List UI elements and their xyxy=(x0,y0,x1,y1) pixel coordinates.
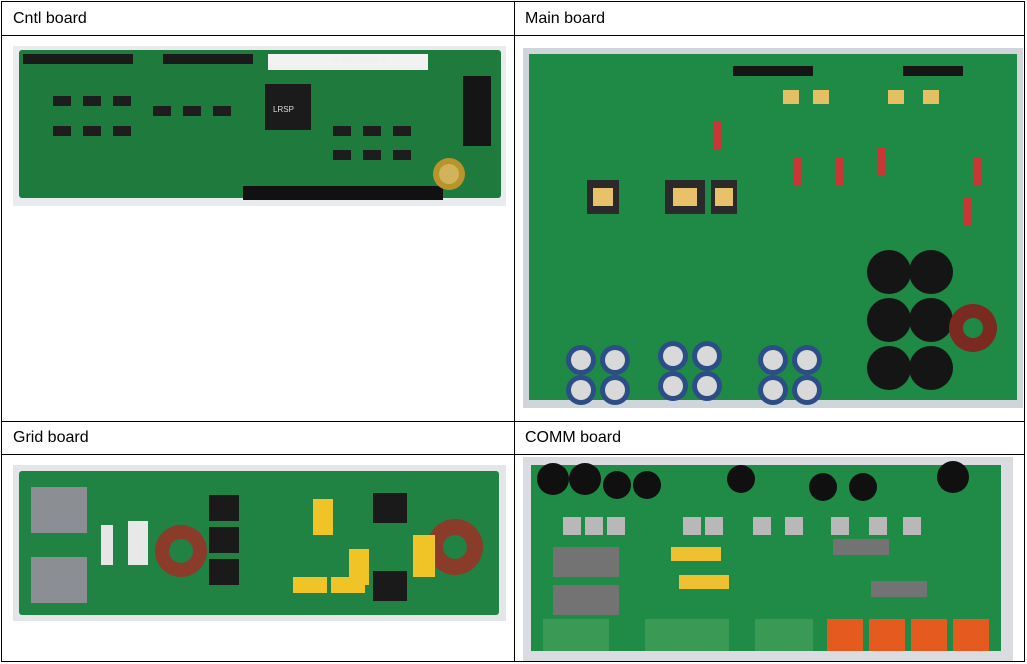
comm-board-photo xyxy=(523,457,1013,661)
row-divider-3 xyxy=(2,454,1024,455)
cntl-board-photo: LRSP D-18-501753-008 (B) xyxy=(13,46,506,206)
chip-label: LRSP xyxy=(273,105,294,114)
column-divider xyxy=(514,2,515,661)
grid-board-photo xyxy=(13,465,506,621)
row-divider-2 xyxy=(2,421,1024,422)
row-divider-1 xyxy=(2,35,1024,36)
board-code: D-18-501753-008 (B) xyxy=(323,57,389,64)
comm-board-caption: COMM board xyxy=(525,429,622,446)
main-board-caption: Main board xyxy=(525,10,606,27)
main-board-photo xyxy=(523,48,1023,408)
grid-board-caption: Grid board xyxy=(13,429,89,446)
cntl-board-caption: Cntl board xyxy=(13,10,87,27)
